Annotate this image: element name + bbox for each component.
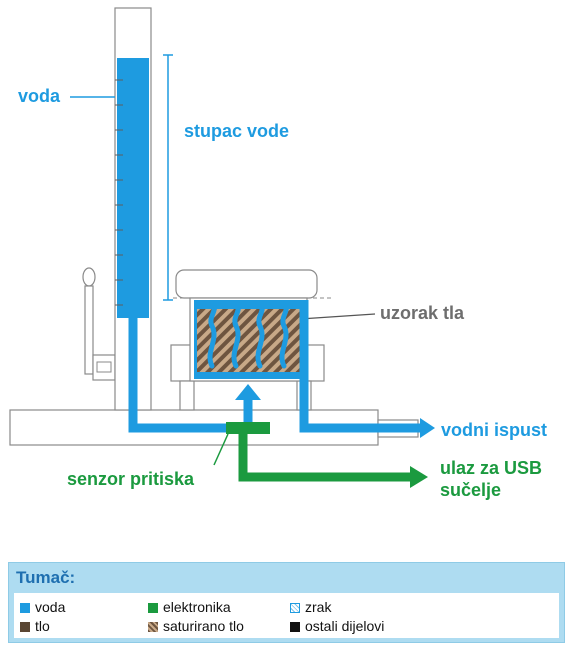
legend-item-soil: tlo (20, 618, 50, 634)
housing-cap (175, 269, 318, 299)
legend-item-other-parts: ostali dijelovi (290, 618, 384, 634)
legend-item-saturated-soil: saturirano tlo (148, 618, 244, 634)
handle-clamp (96, 361, 112, 373)
water-flow-squiggles (207, 303, 289, 369)
housing-foot-left (179, 380, 195, 411)
other-parts-swatch (290, 622, 300, 632)
label-ulaz-usb-line1: ulaz za USB (440, 458, 543, 478)
legend-title: Tumač: (16, 568, 76, 587)
legend: Tumač: voda tlo elektronika saturirano t… (8, 562, 565, 643)
legend-item-air: zrak (290, 599, 331, 615)
permeameter-diagram (9, 7, 435, 488)
handle-knob (82, 267, 96, 287)
label-stupac-vode: stupac vode (184, 121, 290, 141)
electronics-swatch (148, 603, 158, 613)
legend-items: voda tlo elektronika saturirano tlo zrak… (14, 593, 559, 638)
soil-swatch (20, 622, 30, 632)
pressure-sensor (226, 422, 270, 434)
label-uzorak-tla: uzorak tla (380, 303, 465, 323)
label-voda: voda (18, 86, 61, 106)
standpipe-ticks (115, 79, 123, 306)
handle-rod (84, 285, 94, 375)
usb-cable (238, 434, 412, 482)
sensor-leader (213, 433, 229, 466)
label-vodni-ispust: vodni ispust (441, 420, 548, 440)
air-swatch (290, 603, 300, 613)
standpipe-water (117, 58, 149, 318)
legend-item-electronics: elektronika (148, 599, 231, 615)
outlet-pipe (299, 300, 422, 433)
saturated-soil-swatch (148, 622, 158, 632)
label-senzor-pritiska: senzor pritiska (67, 469, 195, 489)
uzorak-leader (299, 313, 376, 320)
label-ulaz-usb-line2: sučelje (440, 480, 502, 500)
inlet-pipe (128, 318, 253, 433)
legend-item-water: voda (20, 599, 65, 615)
water-swatch (20, 603, 30, 613)
usb-arrow (410, 466, 428, 488)
water-column-bracket (163, 54, 173, 301)
outlet-arrow (420, 418, 435, 438)
inlet-arrow (235, 384, 261, 400)
